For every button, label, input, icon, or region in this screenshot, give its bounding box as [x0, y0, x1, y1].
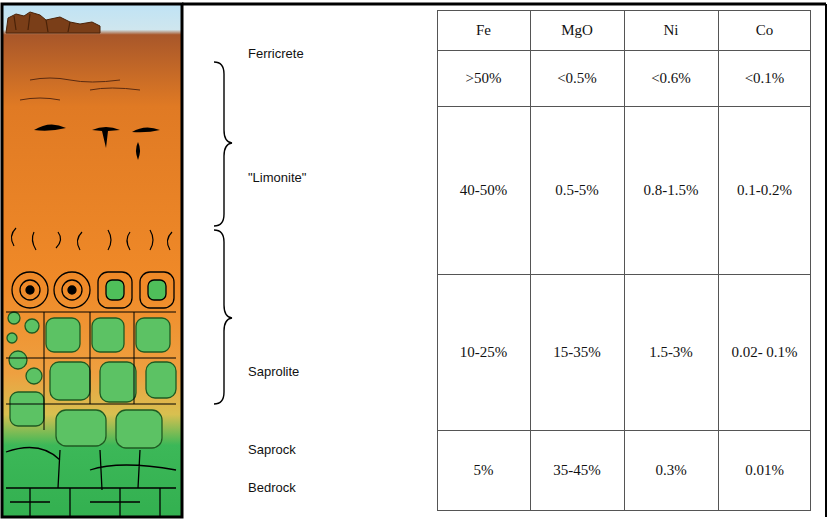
table-cell: Ni — [626, 12, 716, 48]
table-cell: MgO — [532, 12, 622, 48]
table-value: 0.02- 0.1% — [731, 344, 797, 361]
saprolite-label: Saprolite — [248, 364, 299, 379]
table-value: <0.1% — [745, 70, 785, 87]
table-cell: 0.01% — [720, 432, 809, 509]
saprock-label: Saprock — [248, 442, 296, 457]
table-grid — [437, 10, 811, 511]
table-cell: 0.02- 0.1% — [720, 276, 809, 428]
table-value: 1.5-3% — [649, 344, 693, 361]
table-value: <0.5% — [557, 70, 597, 87]
table-cell: 5% — [439, 432, 528, 509]
table-value: 0.01% — [745, 462, 784, 479]
table-value: 0.8-1.5% — [644, 182, 699, 199]
table-value: 5% — [474, 462, 494, 479]
table-cell: 40-50% — [439, 108, 528, 272]
table-value: <0.6% — [651, 70, 691, 87]
table-value: 0.1-0.2% — [737, 182, 792, 199]
table-cell: 15-35% — [532, 276, 622, 428]
table-value: 15-35% — [553, 344, 601, 361]
limonite-label: "Limonite" — [248, 170, 306, 185]
table-cell: >50% — [439, 52, 528, 104]
table-cell: <0.6% — [626, 52, 716, 104]
table-value: 35-45% — [553, 462, 601, 479]
table-value: >50% — [466, 70, 502, 87]
table-cell: 0.8-1.5% — [626, 108, 716, 272]
table-cell: 0.1-0.2% — [720, 108, 809, 272]
table-cell: <0.1% — [720, 52, 809, 104]
table-cell: Fe — [439, 12, 528, 48]
table-cell: 0.5-5% — [532, 108, 622, 272]
table-value: 10-25% — [460, 344, 508, 361]
table-cell: Co — [720, 12, 809, 48]
ferricrete-label: Ferricrete — [248, 46, 304, 61]
column-header: MgO — [561, 22, 593, 39]
column-header: Co — [756, 22, 774, 39]
table-cell: 1.5-3% — [626, 276, 716, 428]
column-header: Fe — [476, 22, 491, 39]
column-header: Ni — [664, 22, 679, 39]
table-cell: 0.3% — [626, 432, 716, 509]
table-cell: 35-45% — [532, 432, 622, 509]
table-value: 0.3% — [655, 462, 686, 479]
table-cell: 10-25% — [439, 276, 528, 428]
table-cell: <0.5% — [532, 52, 622, 104]
bedrock-label: Bedrock — [248, 480, 296, 495]
table-value: 40-50% — [460, 182, 508, 199]
table-value: 0.5-5% — [555, 182, 599, 199]
